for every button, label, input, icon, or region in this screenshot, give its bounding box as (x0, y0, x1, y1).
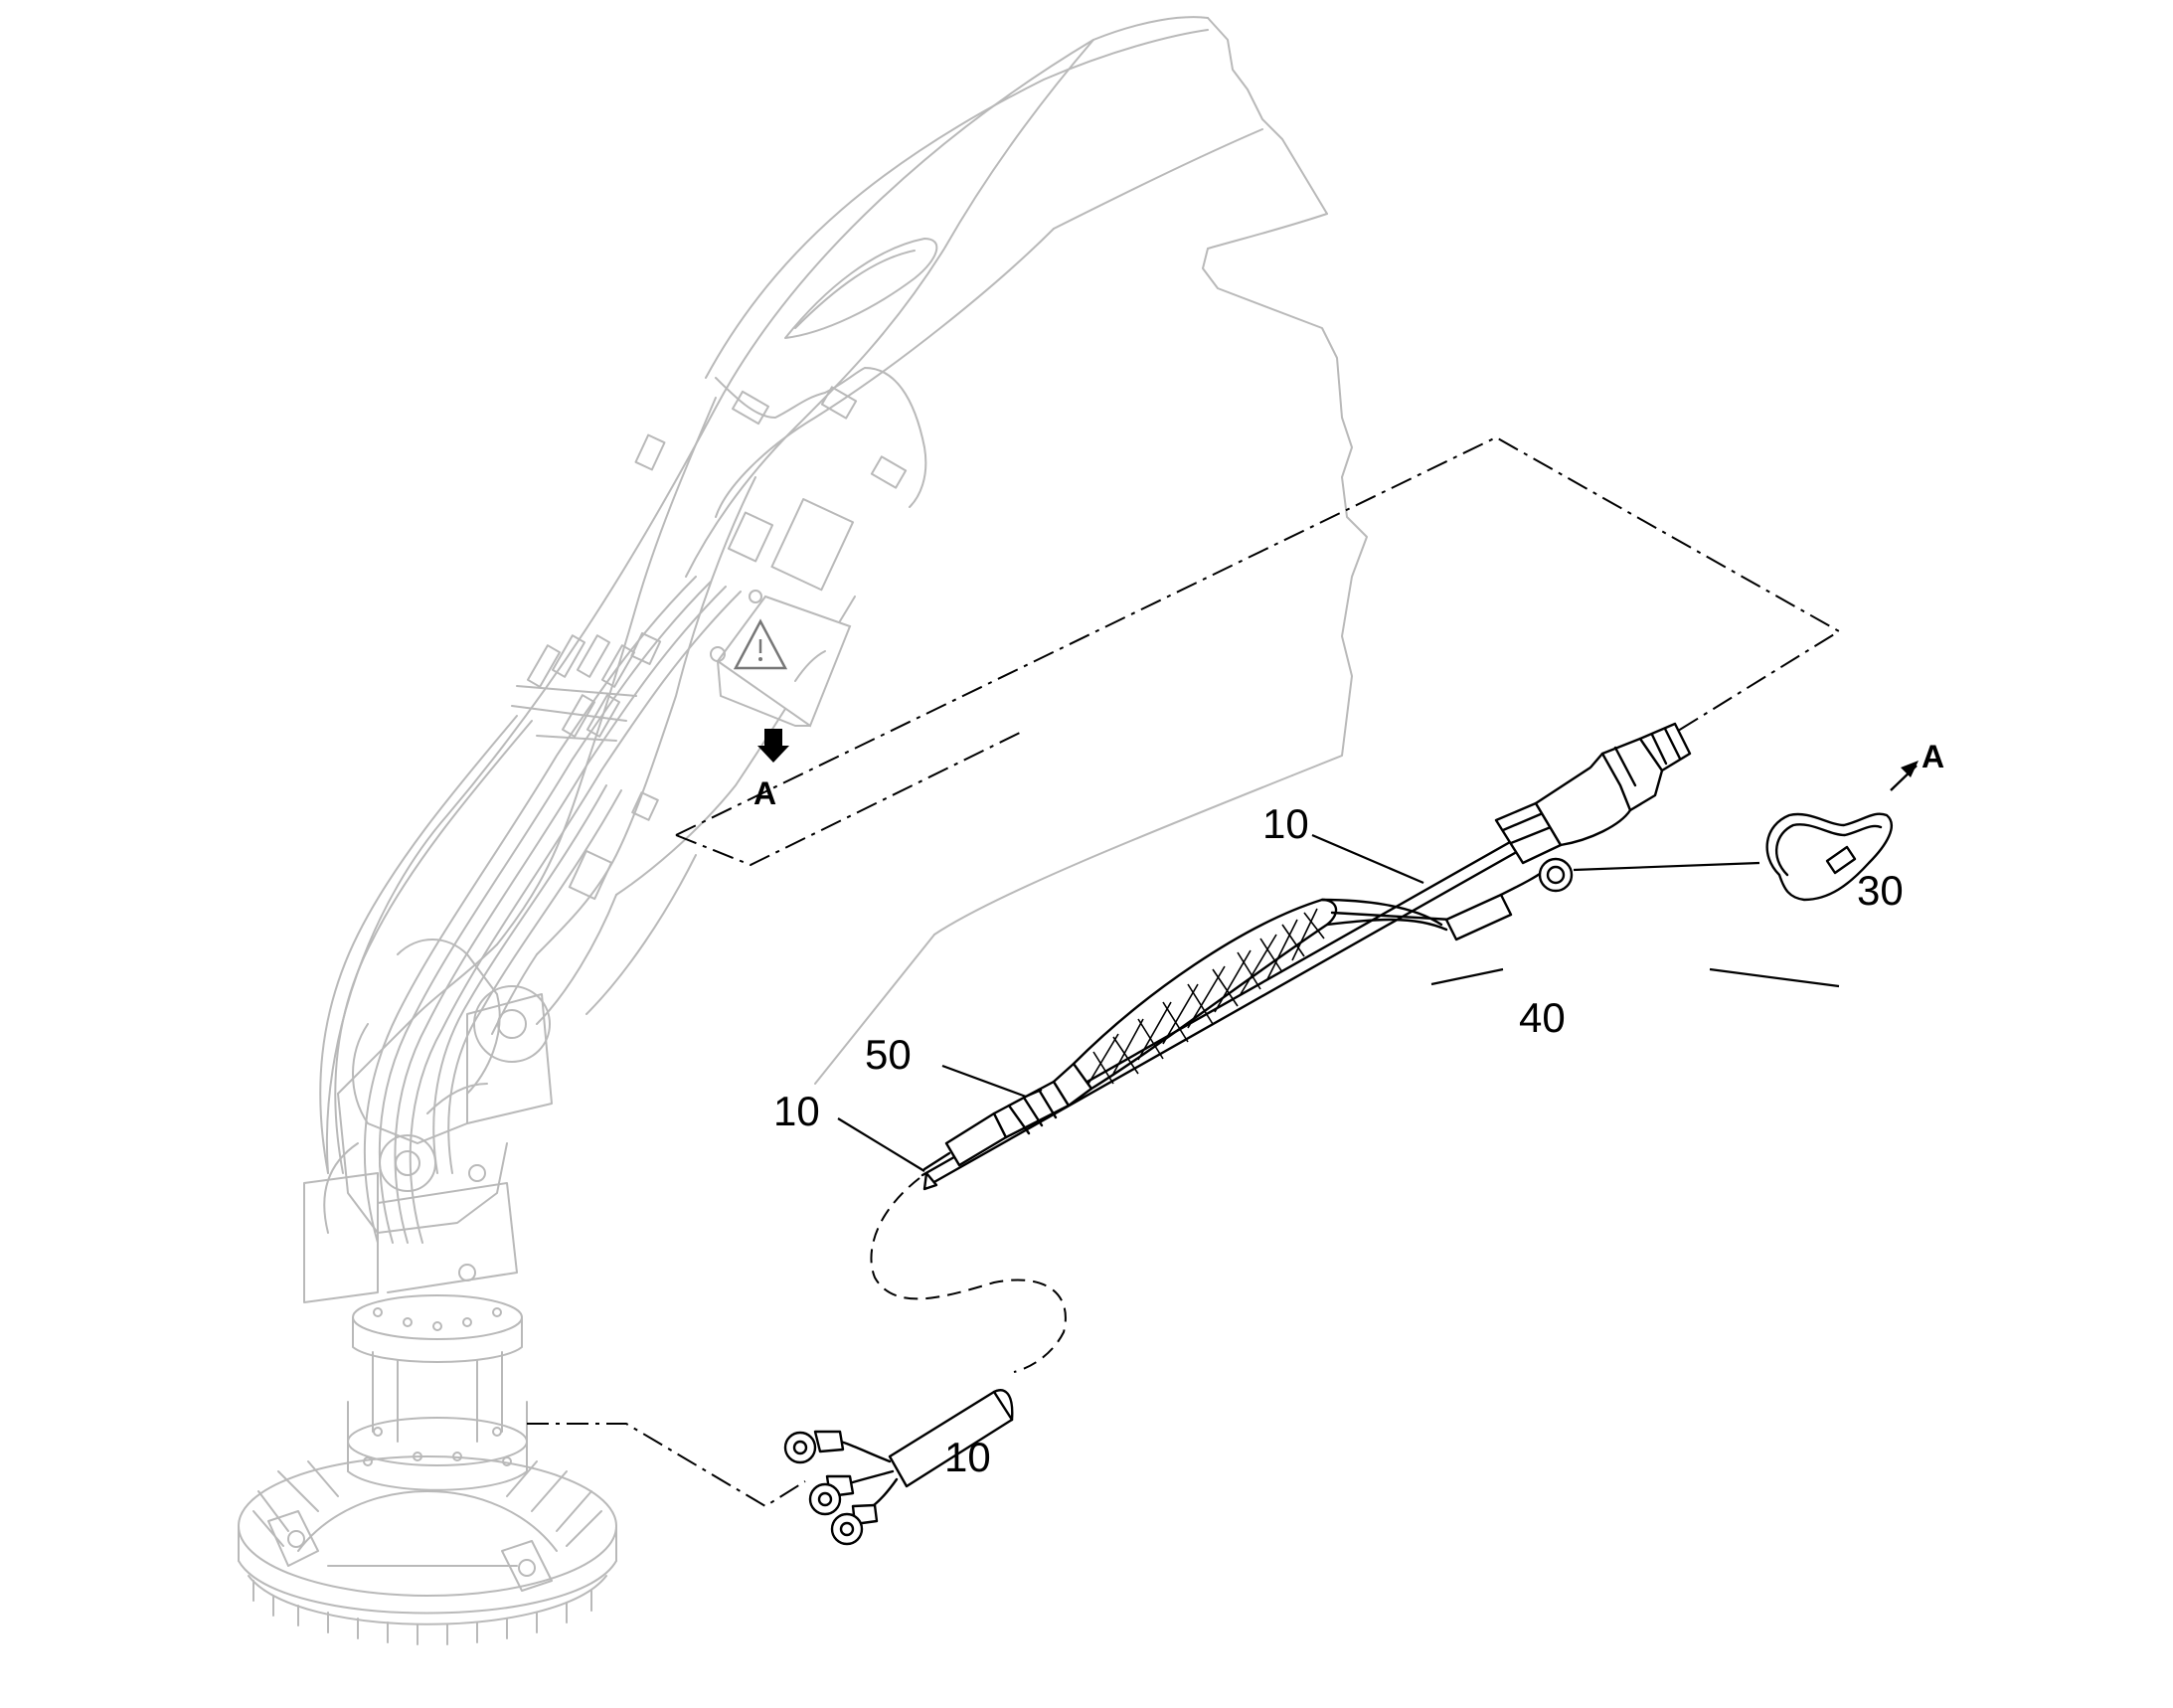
view-marker-a-boom: A (753, 775, 776, 811)
warning-triangle-icon (733, 618, 788, 670)
callout-10-left: 10 (773, 1088, 820, 1134)
callout-10-upper: 10 (1262, 800, 1309, 847)
cable-assembly (783, 722, 1692, 1546)
callout-10-lower: 10 (944, 1434, 991, 1480)
tape-wrap (992, 1062, 1093, 1139)
shackle-link (1765, 812, 1893, 902)
crane-knuckle-outline (303, 939, 553, 1303)
view-marker-a-hook: A (1922, 739, 1944, 774)
crane-base-outline (238, 1294, 617, 1645)
ring-terminals (783, 1389, 1014, 1546)
callout-40: 40 (1519, 994, 1566, 1041)
leader-lines (837, 833, 1840, 1172)
arrow-icon (757, 729, 1919, 791)
hose-fittings (511, 634, 637, 742)
crane-boom-outline (319, 16, 1368, 1244)
cable-grip-mesh (1072, 857, 1574, 1091)
callout-50: 50 (865, 1031, 912, 1078)
callout-30: 30 (1857, 867, 1904, 914)
phantom-lines (527, 435, 1841, 1508)
connector-plug (1494, 722, 1692, 865)
